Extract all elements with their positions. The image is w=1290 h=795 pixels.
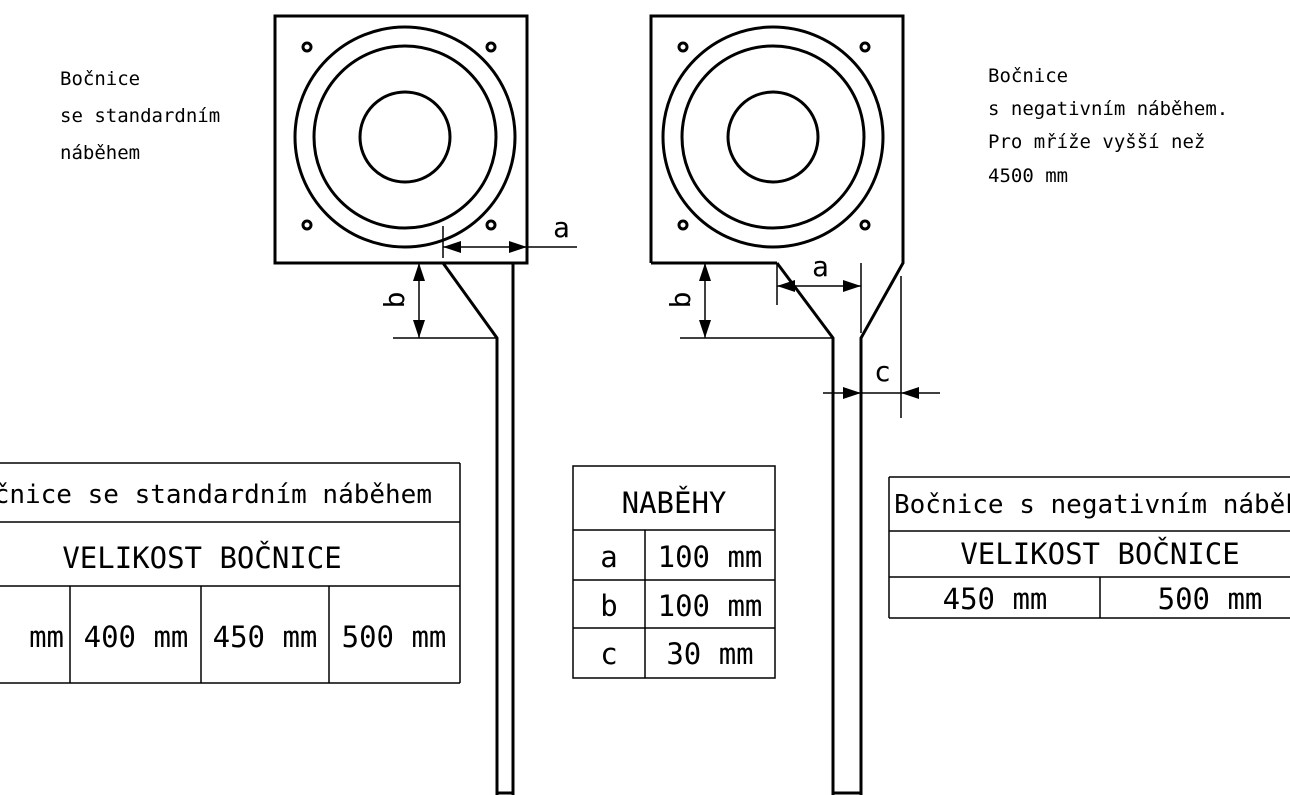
lead-in-edge-left	[775, 262, 835, 795]
table-nabehy-key: c	[600, 637, 617, 671]
bolt-hole	[677, 41, 689, 53]
table-nabehy-value: 100 mm	[658, 589, 763, 623]
note-line: Bočnice	[60, 68, 140, 90]
table-negative-size: 500 mm	[1158, 582, 1263, 616]
table-standard-title: Bočnice se standardním náběhem	[0, 480, 432, 510]
table-nabehy: NABĚHY a 100 mm b 100 mm c 30 mm	[572, 465, 776, 679]
inner-ring	[680, 44, 866, 230]
bolt-hole	[485, 219, 497, 231]
bolt-hole	[677, 219, 689, 231]
table-negative-header: VELIKOST BOČNICE	[960, 537, 1239, 571]
bolt-hole	[859, 219, 871, 231]
table-nabehy-value: 30 mm	[666, 637, 753, 671]
note-line: Bočnice	[988, 65, 1068, 87]
table-negative: Bočnice s negativním náběhem VELIKOST BO…	[888, 476, 1290, 619]
table-standard-size: 500 mm	[342, 620, 447, 654]
hub-circle	[358, 90, 452, 184]
table-negative-size: 450 mm	[943, 582, 1048, 616]
dim-c-right: c	[823, 276, 940, 418]
table-nabehy-title: NABĚHY	[622, 486, 727, 520]
side-plate-negative	[649, 14, 905, 795]
table-negative-title: Bočnice s negativním náběhem	[894, 490, 1290, 520]
note-line: 4500 mm	[988, 165, 1068, 187]
side-plate-standard	[273, 14, 529, 795]
outer-ring	[661, 25, 885, 249]
table-standard-size: 400 mm	[84, 620, 189, 654]
table-standard: Bočnice se standardním náběhem VELIKOST …	[0, 462, 461, 684]
bolt-hole	[485, 41, 497, 53]
plate-outline-right	[649, 14, 905, 795]
table-standard-size: mm	[29, 620, 64, 654]
lead-in-edge	[441, 262, 499, 795]
bolt-hole	[301, 41, 313, 53]
hub-circle	[726, 90, 820, 184]
dim-c-label: c	[874, 355, 891, 388]
note-line: Pro mříže vyšší než	[988, 131, 1205, 153]
table-standard-header: VELIKOST BOČNICE	[62, 541, 341, 575]
inner-ring	[312, 44, 498, 230]
outer-ring	[293, 25, 517, 249]
dim-b-label: b	[664, 292, 697, 309]
table-standard-size: 450 mm	[213, 620, 318, 654]
note-left: Bočnice se standardním náběhem	[60, 68, 220, 164]
dim-a-label: a	[553, 211, 570, 244]
dim-b-left: b	[378, 262, 497, 339]
dim-b-label: b	[378, 292, 411, 309]
note-line: s negativním náběhem.	[988, 98, 1228, 120]
table-nabehy-value: 100 mm	[658, 540, 763, 574]
note-line: náběhem	[60, 142, 140, 164]
dim-a-label: a	[812, 250, 829, 283]
table-nabehy-key: b	[600, 589, 617, 623]
dim-a-left: a	[442, 211, 577, 258]
note-line: se standardním	[60, 105, 220, 127]
table-nabehy-key: a	[600, 540, 617, 574]
bolt-hole	[859, 41, 871, 53]
dim-a-right: a	[776, 250, 862, 333]
dim-b-right: b	[664, 262, 833, 339]
note-right: Bočnice s negativním náběhem. Pro mříže …	[988, 65, 1228, 187]
bolt-hole	[301, 219, 313, 231]
